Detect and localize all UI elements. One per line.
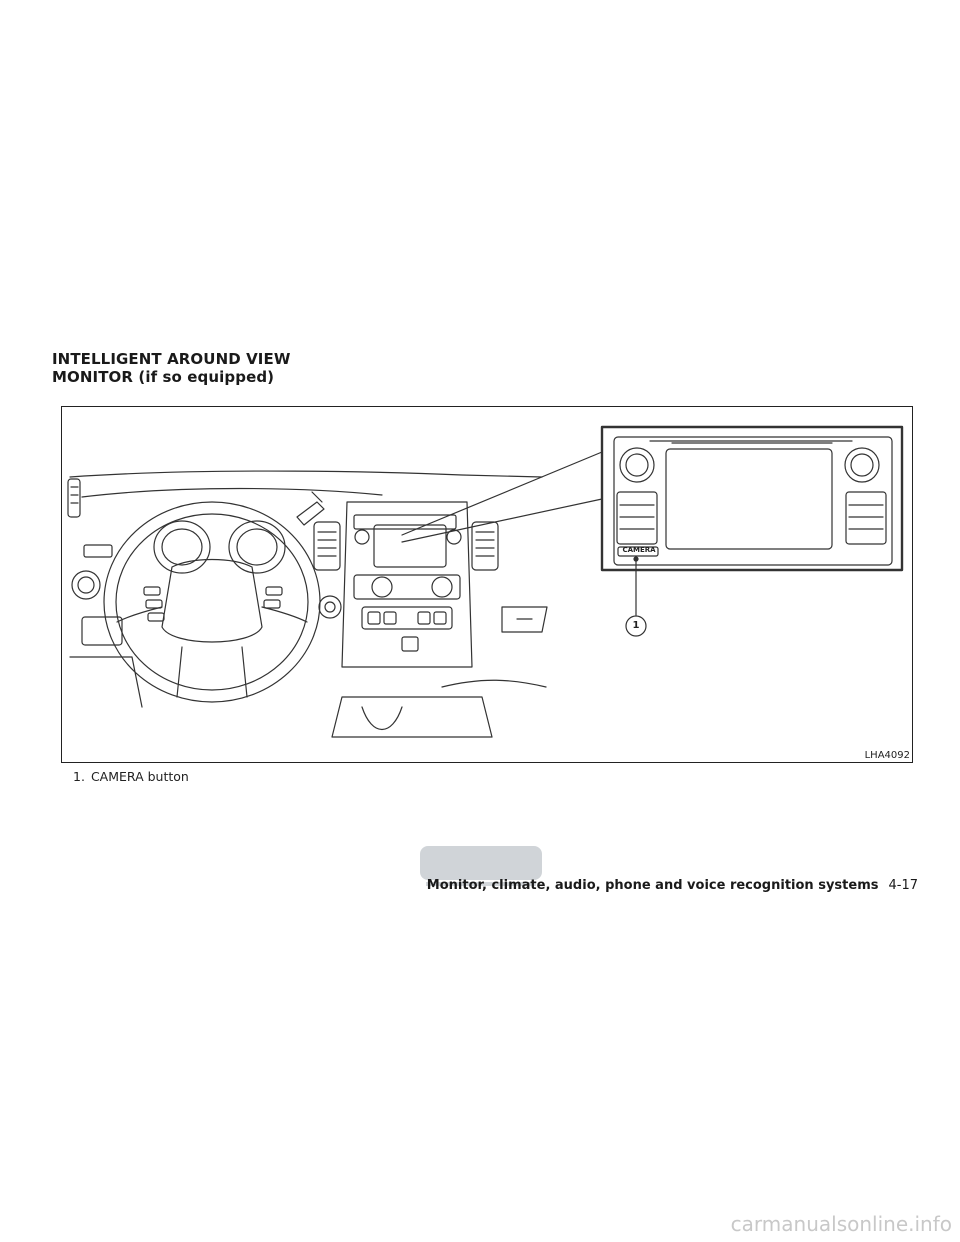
site-watermark: carmanualsonline.info [730, 1212, 952, 1236]
inset-display [600, 425, 904, 572]
section-title: INTELLIGENT AROUND VIEW MONITOR (if so e… [52, 350, 290, 386]
page-footer: Monitor, climate, audio, phone and voice… [427, 878, 918, 893]
caption-number: 1. [73, 769, 85, 784]
dep-watermark-logo [416, 844, 546, 894]
camera-button-label: CAMERA [622, 546, 656, 554]
figure-code: LHA4092 [864, 750, 910, 761]
center-vents [313, 521, 499, 571]
callout-wedge [401, 451, 603, 543]
figure-caption: 1. CAMERA button [73, 769, 189, 784]
section-title-line2: MONITOR (if so equipped) [52, 368, 275, 386]
callout-number: 1 [632, 620, 640, 631]
instrument-cluster [153, 520, 286, 574]
center-stack [318, 501, 473, 668]
dep-logo-icon [420, 846, 542, 886]
footer-chapter-title: Monitor, climate, audio, phone and voice… [426, 878, 879, 893]
footer-page-number: 4-17 [888, 878, 918, 893]
caption-text: CAMERA button [90, 769, 189, 784]
dashboard-illustration: CAMERA 1 LHA4092 [61, 406, 913, 763]
dashboard-top-line [69, 470, 543, 478]
left-side-vent [67, 478, 123, 646]
steering-wheel [103, 501, 321, 703]
section-title-line1: INTELLIGENT AROUND VIEW [52, 350, 291, 368]
